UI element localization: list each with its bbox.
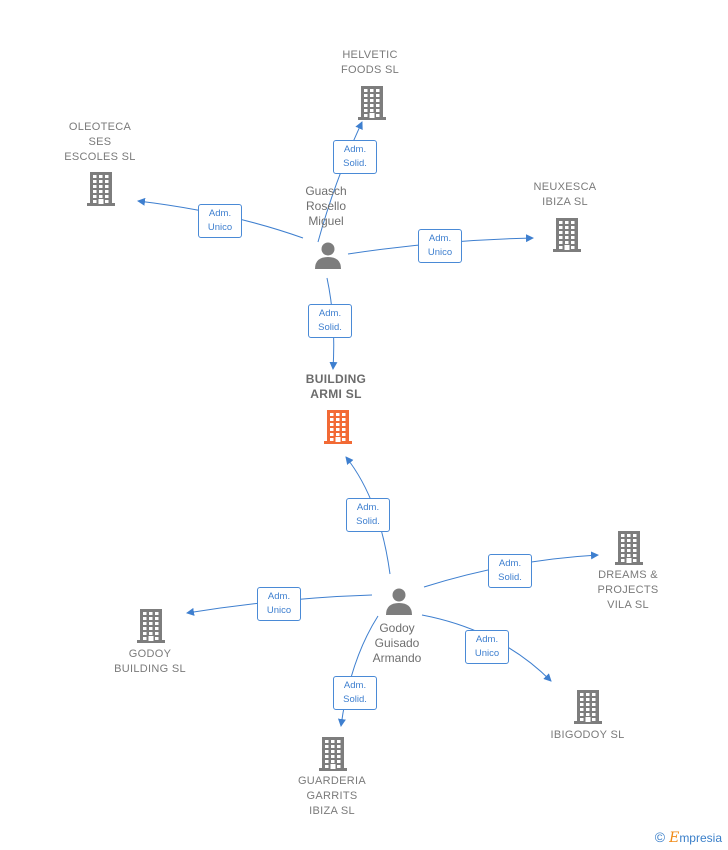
person-name-line: Guasch	[305, 184, 347, 198]
relation-badge[interactable]: Adm. Unico	[418, 229, 462, 263]
building-icon[interactable]	[614, 529, 644, 570]
relation-role: Adm.	[318, 308, 342, 319]
company-name-line: HELVETIC	[342, 49, 398, 61]
brand-watermark: ©Empresia	[655, 829, 722, 846]
building-icon[interactable]	[318, 735, 348, 776]
company-name-line: SES	[88, 136, 112, 148]
company-name-line: GODOY	[128, 648, 172, 660]
relation-badge[interactable]: Adm. Unico	[465, 630, 509, 664]
company-label-neuxesca[interactable]: NEUXESCA IBIZA SL	[525, 180, 605, 210]
building-icon[interactable]	[86, 170, 116, 211]
edge-guasch-helvetic	[317, 121, 363, 243]
company-name-line: BUILDING SL	[114, 663, 186, 675]
relation-type: Unico	[474, 648, 500, 659]
relation-role: Adm.	[343, 144, 367, 155]
building-icon[interactable]	[552, 216, 582, 257]
company-name-line: OLEOTECA	[68, 121, 132, 133]
person-label-guasch[interactable]: Guasch Rosello Miguel	[286, 184, 366, 229]
company-label-building-armi[interactable]: BUILDING ARMI SL	[296, 372, 376, 402]
company-name-line: DREAMS &	[598, 569, 658, 581]
copyright-icon: ©	[654, 829, 666, 845]
company-name-line: BUILDING	[305, 372, 367, 386]
relation-type: Solid.	[343, 158, 367, 169]
relation-badge[interactable]: Adm. Solid.	[333, 676, 377, 710]
building-icon[interactable]	[573, 688, 603, 729]
relation-badge[interactable]: Adm. Solid.	[346, 498, 390, 532]
person-name-line: Guisado	[374, 636, 420, 650]
person-icon[interactable]	[384, 586, 414, 621]
building-icon[interactable]	[136, 607, 166, 648]
company-label-dreams[interactable]: DREAMS & PROJECTS VILA SL	[588, 568, 668, 613]
relation-type: Unico	[207, 222, 233, 233]
relation-type: Unico	[427, 247, 453, 258]
company-name-line: ARMI SL	[310, 387, 362, 401]
relation-badge[interactable]: Adm. Solid.	[488, 554, 532, 588]
company-name-line: IBIZA SL	[309, 805, 355, 817]
company-name-line: PROJECTS	[597, 584, 659, 596]
company-label-godoy-building[interactable]: GODOY BUILDING SL	[100, 647, 200, 677]
relation-type: Solid.	[343, 694, 367, 705]
company-label-ibigodoy[interactable]: IBIGODOY SL	[540, 728, 635, 743]
company-label-oleoteca[interactable]: OLEOTECA SES ESCOLES SL	[55, 120, 145, 165]
person-icon[interactable]	[313, 240, 343, 275]
relation-role: Adm.	[428, 233, 452, 244]
relation-badge[interactable]: Adm. Unico	[198, 204, 242, 238]
relation-type: Solid.	[356, 516, 380, 527]
company-label-guarderia[interactable]: GUARDERIA GARRITS IBIZA SL	[287, 774, 377, 819]
company-name-line: GARRITS	[306, 790, 358, 802]
relation-badge[interactable]: Adm. Solid.	[308, 304, 352, 338]
relation-role: Adm.	[475, 634, 499, 645]
brand-logo-letter: E	[669, 830, 680, 846]
person-name-line: Rosello	[305, 199, 347, 213]
company-name-line: NEUXESCA	[533, 181, 597, 193]
relation-badge[interactable]: Adm. Unico	[257, 587, 301, 621]
relation-role: Adm.	[343, 680, 367, 691]
relation-badge[interactable]: Adm. Solid.	[333, 140, 377, 174]
company-name-line: ESCOLES SL	[64, 151, 136, 163]
edge-godoy-guarderia	[337, 615, 379, 727]
relation-role: Adm.	[267, 591, 291, 602]
company-name-line: GUARDERIA	[297, 775, 367, 787]
company-name-line: IBIZA SL	[542, 196, 588, 208]
company-label-helvetic[interactable]: HELVETIC FOODS SL	[330, 48, 410, 78]
person-name-line: Godoy	[379, 621, 415, 635]
building-main-icon[interactable]	[323, 408, 353, 449]
person-name-line: Armando	[372, 651, 422, 665]
relation-role: Adm.	[498, 558, 522, 569]
company-name-line: IBIGODOY SL	[550, 729, 625, 741]
company-name-line: VILA SL	[607, 599, 649, 611]
person-name-line: Miguel	[308, 214, 344, 228]
person-label-godoy[interactable]: Godoy Guisado Armando	[357, 621, 437, 666]
relation-type: Unico	[266, 605, 292, 616]
relation-role: Adm.	[208, 208, 232, 219]
relation-type: Solid.	[498, 572, 522, 583]
building-icon[interactable]	[357, 84, 387, 125]
brand-name: mpresia	[679, 831, 722, 845]
relation-role: Adm.	[356, 502, 380, 513]
relation-type: Solid.	[318, 322, 342, 333]
company-name-line: FOODS SL	[340, 64, 400, 76]
